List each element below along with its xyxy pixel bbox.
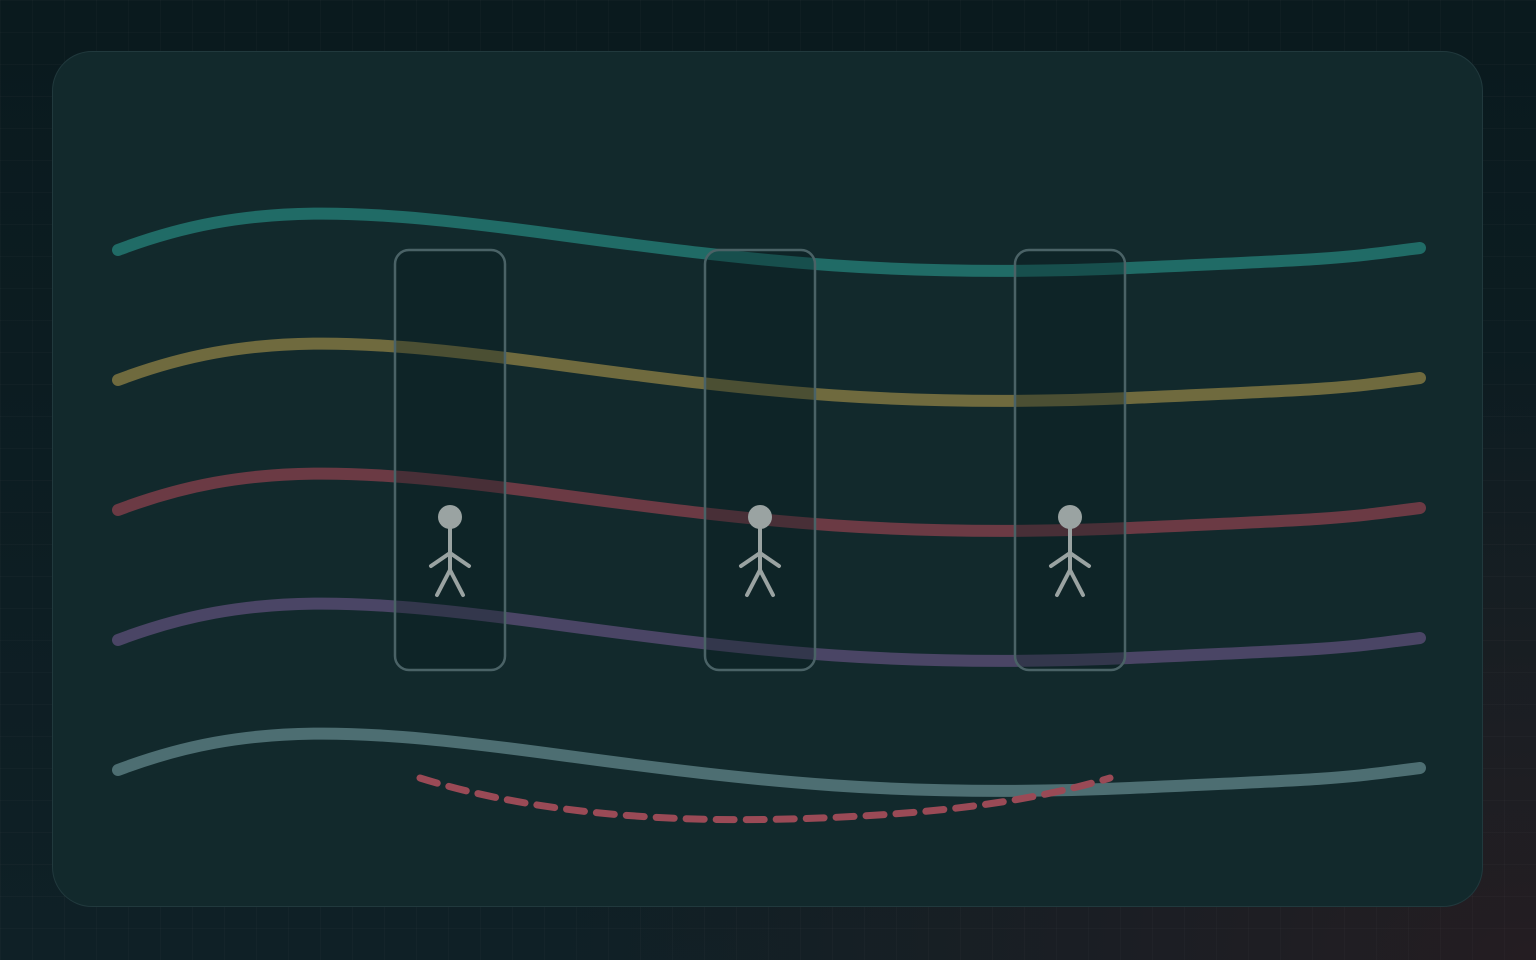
person-icon xyxy=(429,505,471,597)
lane-2 xyxy=(112,337,1426,408)
person-icon xyxy=(1049,505,1091,597)
gate-frame xyxy=(1013,248,1127,672)
lanes-layer xyxy=(112,207,1426,798)
lane-3 xyxy=(112,467,1426,538)
gate-3 xyxy=(1013,248,1127,672)
gate-2 xyxy=(703,248,817,672)
gates-layer xyxy=(393,248,1127,672)
gate-frame xyxy=(703,248,817,672)
gate-frame xyxy=(393,248,507,672)
dashed-path-layer xyxy=(416,774,1114,824)
person-icon xyxy=(739,505,781,597)
lane-1 xyxy=(112,207,1426,278)
gate-1 xyxy=(393,248,507,672)
lane-5 xyxy=(112,727,1426,798)
lane-4 xyxy=(112,597,1426,668)
dashed-path xyxy=(416,774,1114,824)
